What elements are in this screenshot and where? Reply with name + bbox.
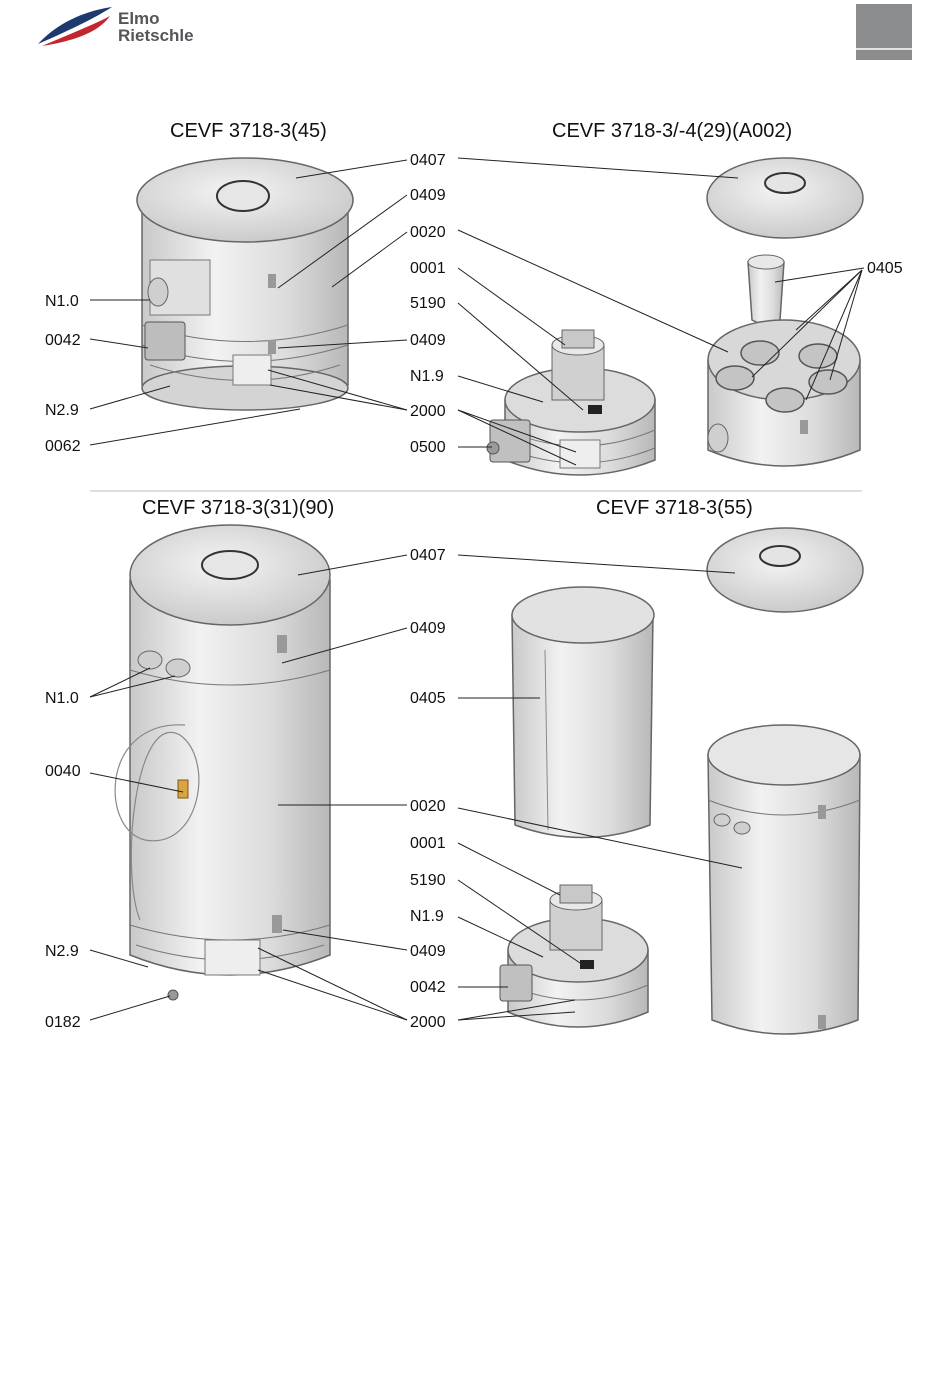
label-bottom-0409b: 0409	[410, 943, 446, 960]
brand-logo: Elmo Rietschle	[38, 7, 194, 46]
label-bottom-0040: 0040	[45, 763, 81, 780]
label-bottom-0020: 0020	[410, 798, 446, 815]
unit-top-right-parts	[707, 158, 863, 466]
corner-tab	[856, 4, 912, 60]
label-top-2000: 2000	[410, 403, 446, 420]
label-bottom-0405: 0405	[410, 690, 446, 707]
label-top-0409b: 0409	[410, 332, 446, 349]
unit-bottom-right-parts	[707, 528, 863, 1034]
label-bottom-N10: N1.0	[45, 690, 79, 707]
logo-swoosh-blue-icon	[38, 7, 112, 44]
brand-name-line2: Rietschle	[118, 26, 194, 45]
label-bottom-2000: 2000	[410, 1014, 446, 1031]
label-bottom-5190: 5190	[410, 872, 446, 889]
unit-top-middle-blower	[487, 330, 655, 475]
label-bottom-0182: 0182	[45, 1014, 81, 1031]
label-top-0001: 0001	[410, 260, 446, 277]
label-top-0409a: 0409	[410, 187, 446, 204]
label-top-0062: 0062	[45, 438, 81, 455]
label-bottom-0042: 0042	[410, 979, 446, 996]
title-bottom-right: CEVF 3718-3(55)	[596, 497, 753, 519]
title-bottom-left: CEVF 3718-3(31)(90)	[142, 497, 334, 519]
label-bottom-0407: 0407	[410, 547, 446, 564]
title-top-left: CEVF 3718-3(45)	[170, 120, 327, 142]
label-bottom-N19: N1.9	[410, 908, 444, 925]
label-top-0042: 0042	[45, 332, 81, 349]
label-top-5190: 5190	[410, 295, 446, 312]
title-top-right: CEVF 3718-3/-4(29)(A002)	[552, 120, 792, 142]
label-top-0405: 0405	[867, 260, 903, 277]
label-top-N29: N2.9	[45, 402, 79, 419]
label-top-0407: 0407	[410, 152, 446, 169]
label-bottom-0409a: 0409	[410, 620, 446, 637]
label-top-N19: N1.9	[410, 368, 444, 385]
label-top-0500: 0500	[410, 439, 446, 456]
label-top-0020: 0020	[410, 224, 446, 241]
label-top-N10: N1.0	[45, 293, 79, 310]
unit-top-left-assembly	[137, 158, 353, 410]
label-bottom-0001: 0001	[410, 835, 446, 852]
unit-bottom-left-assembly	[115, 525, 330, 1000]
label-bottom-N29: N2.9	[45, 943, 79, 960]
